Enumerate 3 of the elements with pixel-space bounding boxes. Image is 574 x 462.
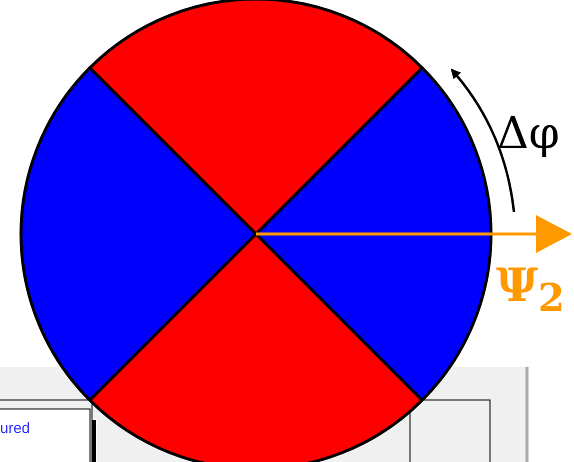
vector-label: Ψ$_{2}$ [496,258,565,322]
angle-label: Δφ [497,108,560,159]
panel-text: ured [0,420,30,437]
